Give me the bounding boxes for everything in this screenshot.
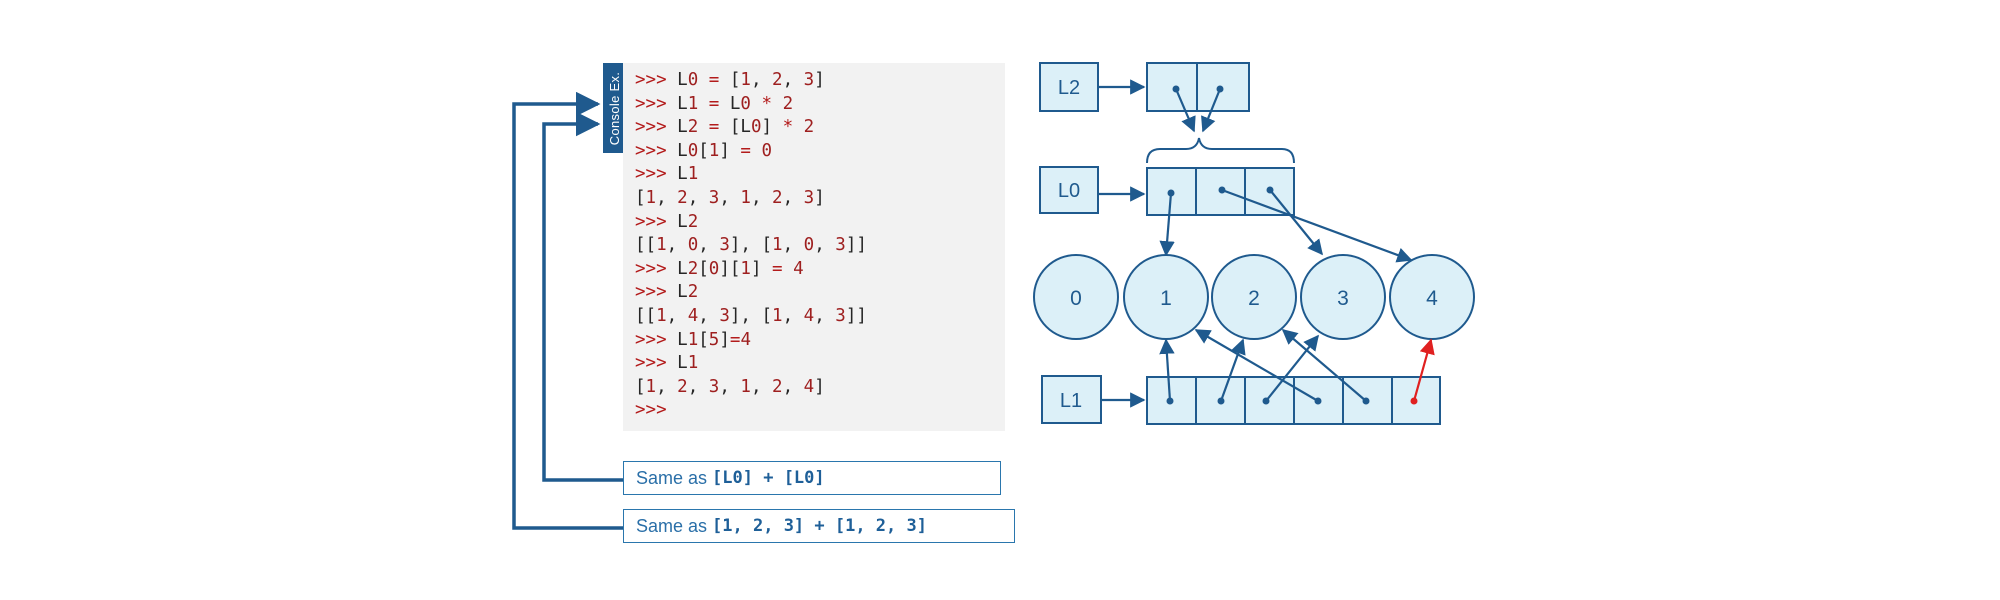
console-output-line: [[1, 0, 3], [1, 0, 3]] — [635, 234, 1005, 258]
connector-l2 — [542, 111, 623, 482]
arrow-l0-1-to-4 — [1221, 188, 1413, 263]
arrow-l1-0-to-1 — [1159, 338, 1175, 402]
console-input-line: >>> L1[5]=4 — [635, 329, 1005, 353]
console-output-line: [1, 2, 3, 1, 2, 3] — [635, 187, 1005, 211]
console-prompt: >>> — [635, 400, 667, 421]
value-node-3 — [1300, 254, 1386, 340]
l2-cell-0 — [1146, 62, 1198, 112]
console-code: L1 = L0 * 2 — [677, 93, 794, 114]
console-prompt: >>> — [635, 93, 667, 114]
console-code: L2 — [677, 282, 699, 303]
note-l2-equivalent: Same as [L0] + [L0] — [623, 461, 1001, 495]
console-prompt: >>> — [635, 258, 667, 279]
l1-cell-2 — [1244, 376, 1295, 425]
console-prompt: >>> — [635, 117, 667, 138]
console-prompt: >>> — [635, 140, 667, 161]
console-code: [1, 2, 3, 1, 2, 4] — [635, 376, 825, 397]
console-code: [[1, 4, 3], [1, 4, 3]] — [635, 305, 867, 326]
arrow-l2-1-to-l0 — [1201, 88, 1222, 133]
var-label-l1: L1 — [1060, 390, 1082, 412]
console-prompt: >>> — [635, 329, 667, 350]
var-box-l0 — [1039, 166, 1099, 214]
brace — [1146, 137, 1295, 164]
console-input-line: >>> L0 = [1, 2, 3] — [635, 69, 1005, 93]
console-input-line: >>> L2 = [L0] * 2 — [635, 116, 1005, 140]
arrow-l1-2-to-3 — [1265, 334, 1319, 402]
value-label-1: 1 — [1160, 287, 1172, 310]
console-output-line: [1, 2, 3, 1, 2, 4] — [635, 376, 1005, 400]
console-prompt: >>> — [635, 164, 667, 185]
connector-l1 — [512, 91, 623, 530]
value-node-2 — [1211, 254, 1297, 340]
note-l1-equivalent: Same as [1, 2, 3] + [1, 2, 3] — [623, 509, 1015, 543]
arrow-l1-1-to-2 — [1219, 338, 1246, 402]
arrow-l0-0-to-1 — [1159, 192, 1175, 257]
note-code: [L0] + [L0] — [712, 468, 825, 488]
console-output-line: [[1, 4, 3], [1, 4, 3]] — [635, 305, 1005, 329]
note-text: Same as — [636, 467, 708, 488]
console-input-line: >>> L1 — [635, 163, 1005, 187]
console-prompt: >>> — [635, 70, 667, 90]
value-node-0 — [1033, 254, 1119, 340]
console-input-line: >>> L2 — [635, 211, 1005, 235]
arrow-l1-3-to-1 — [1194, 329, 1319, 402]
value-label-3: 3 — [1337, 287, 1349, 310]
console-prompt: >>> — [635, 211, 667, 232]
arrow-l0-2-to-3 — [1269, 189, 1323, 256]
console-input-line: >>> — [635, 399, 1005, 423]
console-input-line: >>> L1 — [635, 352, 1005, 376]
console-prompt: >>> — [635, 353, 667, 374]
value-label-2: 2 — [1248, 287, 1260, 310]
console-code: L2 — [677, 211, 699, 232]
console-code: L0 = [1, 2, 3] — [677, 70, 825, 90]
l1-cell-5 — [1391, 376, 1441, 425]
console-input-line: >>> L2 — [635, 281, 1005, 305]
console-code: L1 — [677, 353, 699, 374]
console-code: L2[0][1] = 4 — [677, 258, 804, 279]
console-code: L2 = [L0] * 2 — [677, 117, 815, 138]
arrow-l1-5-to-4 — [1412, 338, 1435, 402]
console-code: [[1, 0, 3], [1, 0, 3]] — [635, 235, 867, 256]
value-label-0: 0 — [1070, 287, 1082, 310]
note-text: Same as — [636, 515, 708, 536]
console-input-line: >>> L2[0][1] = 4 — [635, 258, 1005, 282]
value-label-4: 4 — [1426, 287, 1438, 310]
var-label-l0: L0 — [1058, 180, 1080, 202]
l2-cell-1 — [1196, 62, 1250, 112]
console-code: L1 — [677, 164, 699, 185]
console-code: [1, 2, 3, 1, 2, 3] — [635, 187, 825, 208]
console-input-line: >>> L1 = L0 * 2 — [635, 93, 1005, 117]
python-console: >>> L0 = [1, 2, 3]>>> L1 = L0 * 2>>> L2 … — [623, 63, 1005, 431]
note-code: [1, 2, 3] + [1, 2, 3] — [712, 516, 927, 536]
console-code: L0[1] = 0 — [677, 140, 773, 161]
console-input-line: >>> L0[1] = 0 — [635, 140, 1005, 164]
var-label-l2: L2 — [1058, 77, 1080, 99]
arrow-l2-0-to-l0 — [1174, 88, 1196, 133]
console-code: L1[5]=4 — [677, 329, 751, 350]
arrow-l1-4-to-2 — [1281, 328, 1367, 402]
console-prompt: >>> — [635, 282, 667, 303]
